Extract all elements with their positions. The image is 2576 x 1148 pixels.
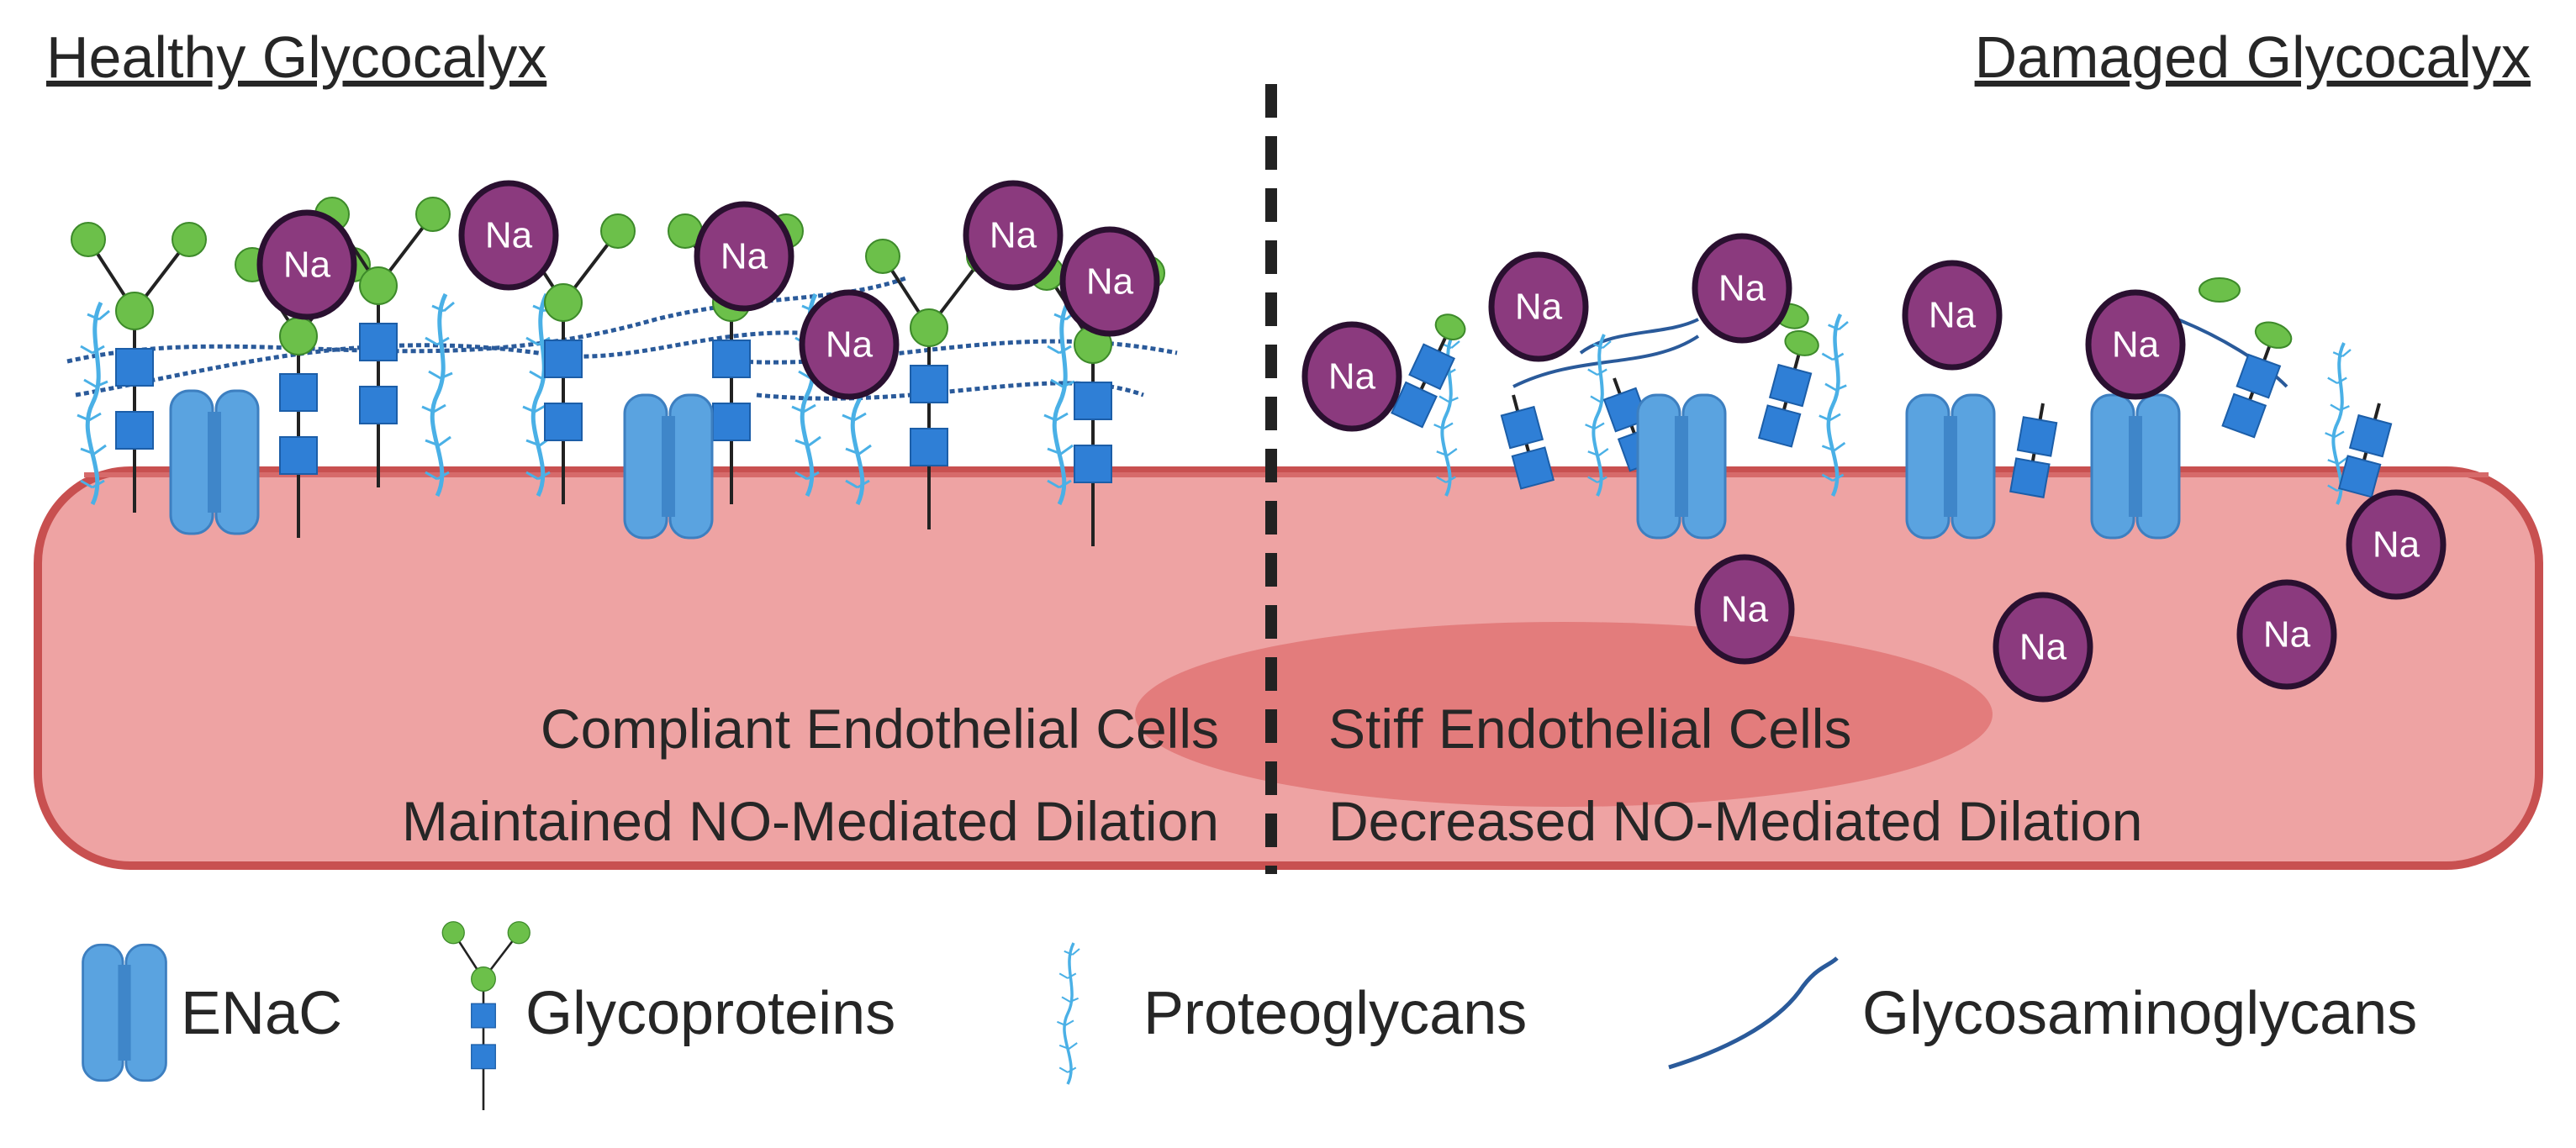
svg-text:Na: Na bbox=[283, 245, 331, 286]
legend-glycosaminoglycans-label: Glycosaminoglycans bbox=[1862, 980, 2417, 1047]
legend: ENaC Glycoproteins Proteoglycans Glycosa… bbox=[82, 920, 2417, 1112]
svg-text:Na: Na bbox=[485, 215, 533, 256]
damaged-sodium-labels: Na Na Na Na Na Na Na Na Na bbox=[1328, 268, 2420, 668]
legend-glycoprotein-icon bbox=[441, 920, 531, 1112]
svg-text:Na: Na bbox=[1721, 589, 1769, 630]
svg-text:Na: Na bbox=[2373, 524, 2420, 566]
right-line2: Decreased NO-Mediated Dilation bbox=[1328, 790, 2142, 852]
healthy-gag-network bbox=[66, 275, 1178, 401]
legend-enac-label: ENaC bbox=[181, 980, 342, 1047]
legend-enac-icon bbox=[82, 943, 167, 1082]
svg-text:Na: Na bbox=[1086, 261, 1134, 303]
svg-text:Na: Na bbox=[2263, 614, 2311, 656]
damaged-enac-channels bbox=[1636, 393, 2181, 540]
nucleus bbox=[1135, 622, 1993, 807]
svg-text:Na: Na bbox=[2112, 324, 2160, 366]
damaged-gag-fragments bbox=[1512, 318, 2288, 388]
svg-text:Na: Na bbox=[1929, 295, 1977, 336]
left-line1: Compliant Endothelial Cells bbox=[541, 698, 1219, 760]
svg-text:Na: Na bbox=[1718, 268, 1766, 309]
svg-text:Na: Na bbox=[826, 324, 874, 366]
right-line1: Stiff Endothelial Cells bbox=[1328, 698, 1851, 760]
damaged-title: Damaged Glycocalyx bbox=[1975, 24, 2531, 90]
healthy-title: Healthy Glycocalyx bbox=[46, 24, 546, 90]
legend-glycoproteins-label: Glycoproteins bbox=[525, 980, 895, 1047]
svg-text:Na: Na bbox=[1515, 287, 1563, 328]
svg-text:Na: Na bbox=[1328, 356, 1376, 398]
healthy-sodium-labels: Na Na Na Na Na Na bbox=[283, 215, 1134, 366]
damaged-glycoproteins bbox=[1390, 277, 2398, 499]
legend-proteoglycans-label: Proteoglycans bbox=[1143, 980, 1527, 1047]
legend-gag-icon bbox=[1668, 956, 1839, 1070]
svg-text:Na: Na bbox=[990, 215, 1037, 256]
svg-text:Na: Na bbox=[721, 236, 768, 277]
left-line2: Maintained NO-Mediated Dilation bbox=[402, 790, 1219, 852]
legend-proteoglycan-icon bbox=[1055, 941, 1081, 1086]
svg-text:Na: Na bbox=[2019, 627, 2067, 668]
